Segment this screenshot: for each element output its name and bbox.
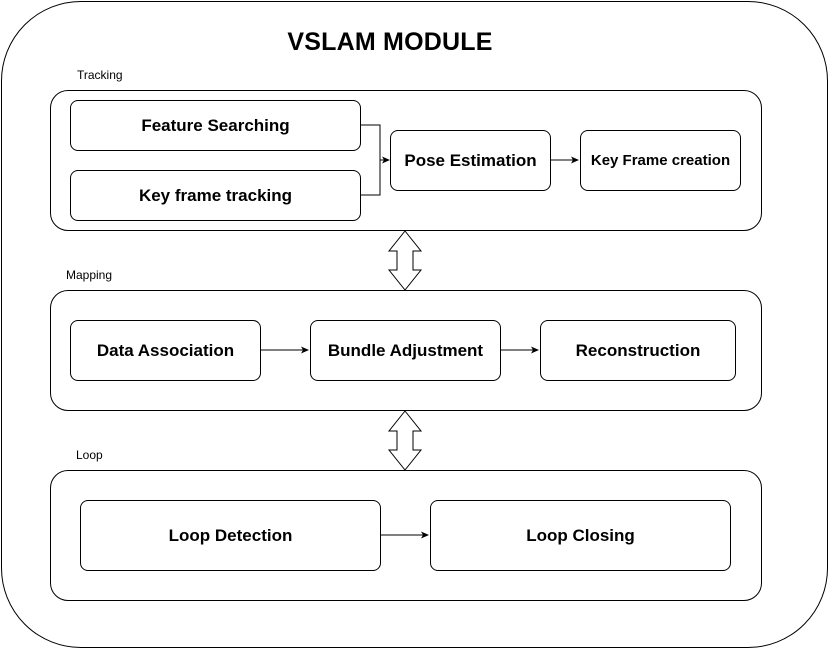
- loop-detection-node[interactable]: Loop Detection: [80, 500, 381, 571]
- feature-searching-node[interactable]: Feature Searching: [70, 100, 361, 151]
- bundle-adjustment-node[interactable]: Bundle Adjustment: [310, 320, 501, 381]
- tracking-section-label: Tracking: [77, 68, 123, 82]
- diagram-title: VSLAM MODULE: [287, 28, 493, 56]
- loop-closing-node[interactable]: Loop Closing: [430, 500, 731, 571]
- data-association-node[interactable]: Data Association: [70, 320, 261, 381]
- reconstruction-node[interactable]: Reconstruction: [540, 320, 736, 381]
- key-frame-tracking-node[interactable]: Key frame tracking: [70, 170, 361, 221]
- loop-section-label: Loop: [76, 448, 103, 462]
- mapping-section-label: Mapping: [66, 268, 113, 282]
- key-frame-creation-node[interactable]: Key Frame creation: [580, 130, 741, 191]
- pose-estimation-node[interactable]: Pose Estimation: [390, 130, 551, 191]
